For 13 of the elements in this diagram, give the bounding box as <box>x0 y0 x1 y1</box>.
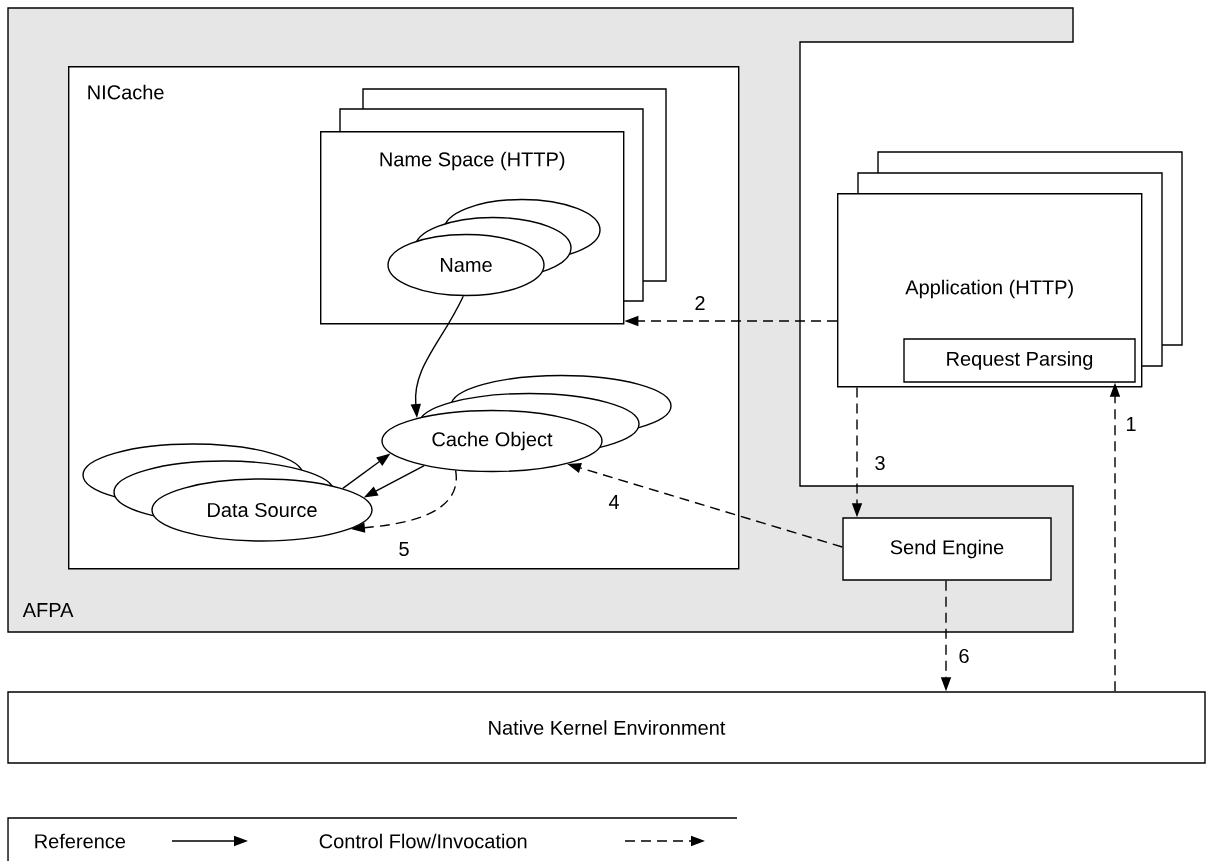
node-label: Name <box>440 258 492 272</box>
edge-label: 6 <box>957 647 971 665</box>
process-box: Native Kernel Environment <box>7 691 1206 764</box>
process-box: Request Parsing <box>903 338 1136 383</box>
edge-label: 4 <box>607 494 621 510</box>
edge-label: 2 <box>693 295 707 311</box>
edge-label: 5 <box>397 541 411 557</box>
edge-label: 1 <box>1124 416 1138 432</box>
process-box: Send Engine <box>842 517 1052 581</box>
legend-label: Reference <box>35 833 126 849</box>
node-label: Data Source <box>208 502 317 518</box>
legend-label: Control Flow/Invocation <box>319 833 527 849</box>
edge-label: 3 <box>873 454 887 472</box>
